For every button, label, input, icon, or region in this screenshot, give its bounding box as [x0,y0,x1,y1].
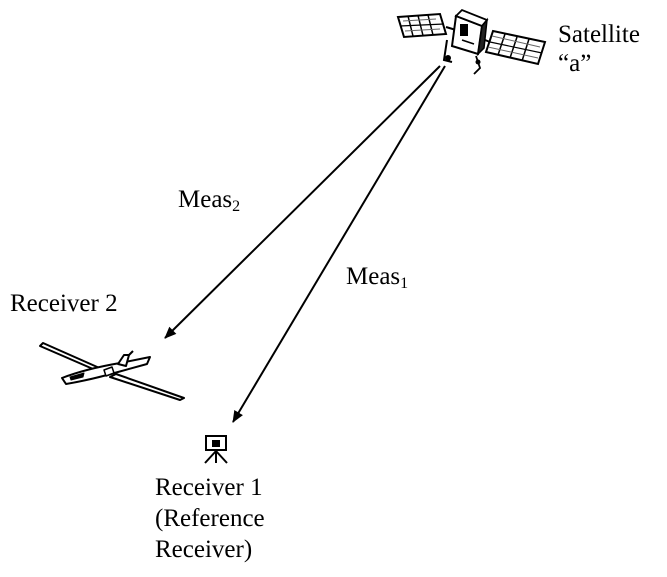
meas2-label: Meas2 [178,185,241,215]
receiver1-label-line1: Receiver 1 [155,474,263,501]
aircraft-icon [39,342,185,401]
receiver2-label: Receiver 2 [10,290,118,317]
meas1-label: Meas1 [346,262,409,292]
satellite-label-line2: “a” [558,50,592,77]
meas2-signal-arrow [164,65,441,339]
receiver1-label-line3: Receiver) [155,536,253,563]
satellite-left-panel [396,12,448,39]
meas2-label-base: Meas [178,186,233,213]
meas1-signal-arrow [232,65,446,423]
meas1-label-subscript: 1 [400,275,409,292]
receiver1-label-line2: (Reference [155,505,265,532]
receiver1-label: Receiver 1 (Reference Receiver) [155,472,265,565]
meas2-label-subscript: 2 [232,198,241,215]
satellite-icon [396,8,547,75]
tripod-receiver-icon [204,435,228,464]
satellite-label-line1: Satellite [558,21,640,48]
satellite-right-panel [484,29,547,66]
satellite-label: Satellite “a” [558,20,640,78]
meas1-label-base: Meas [346,263,401,290]
